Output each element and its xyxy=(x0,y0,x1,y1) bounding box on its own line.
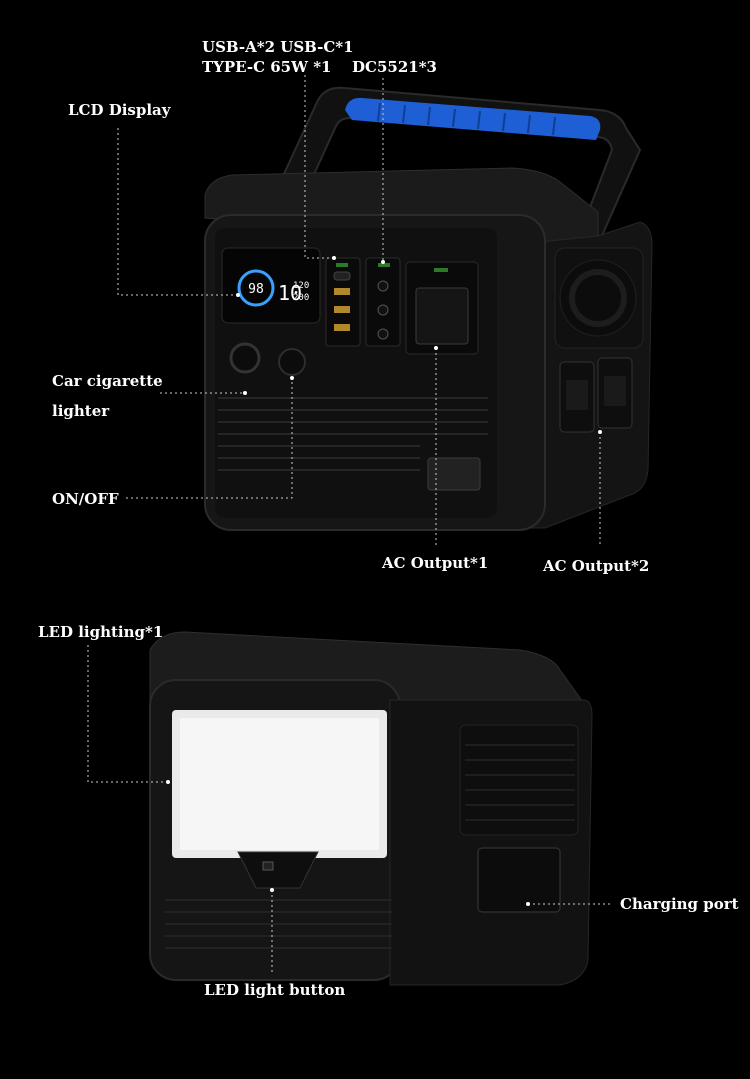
charging-port-cover xyxy=(477,847,561,913)
car-lighter-socket xyxy=(229,342,261,374)
on-off-label: ON/OFF xyxy=(52,490,119,508)
front-ac-outlet xyxy=(405,261,479,355)
dc-port-panel xyxy=(365,257,401,347)
lcd-main-value: 10 xyxy=(278,281,302,305)
power-station-back-image xyxy=(149,631,593,986)
led-light-button-label: LED light button xyxy=(204,981,346,999)
usb-ports-label-line1: USB-A*2 USB-C*1 xyxy=(202,38,354,56)
dc-ports-label: DC5521*3 xyxy=(352,58,437,76)
lcd-display-label: LCD Display xyxy=(68,101,171,119)
car-lighter-label-line2: lighter xyxy=(52,402,110,420)
usb-ports-label-line2: TYPE-C 65W *1 xyxy=(202,58,332,76)
lcd-small-top: 120 xyxy=(293,281,309,291)
ac-output-1-label: AC Output*1 xyxy=(382,554,489,572)
lcd-small-bottom: 200 xyxy=(293,293,309,303)
lcd-display: 98 10 120 200 xyxy=(221,247,321,324)
ac-output-2-label: AC Output*2 xyxy=(543,557,650,575)
lcd-battery-value: 98 xyxy=(248,282,264,297)
side-ac-outlets xyxy=(559,357,633,433)
usb-port-panel xyxy=(325,257,361,347)
side-vent xyxy=(554,247,644,349)
led-lighting-label: LED lighting*1 xyxy=(38,623,164,641)
handle-blue-grip xyxy=(345,97,601,140)
power-button xyxy=(278,348,306,376)
charging-port-label: Charging port xyxy=(620,895,739,913)
car-lighter-label-line1: Car cigarette xyxy=(52,372,163,390)
